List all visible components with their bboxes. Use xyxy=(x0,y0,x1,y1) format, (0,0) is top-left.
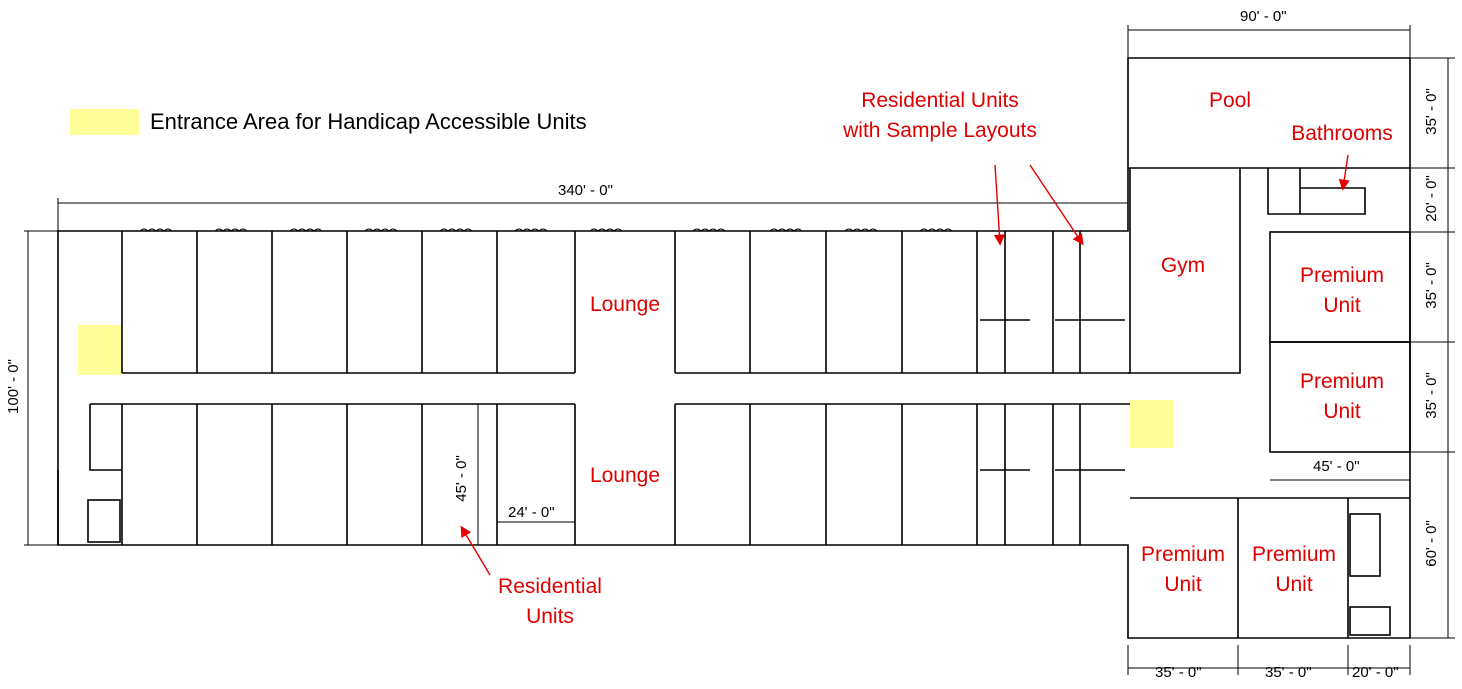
dim-unit-width: 24' - 0" xyxy=(508,504,555,521)
dim-bottom-2: 35' - 0" xyxy=(1265,664,1312,681)
legend-swatch xyxy=(70,109,139,135)
dim-premium-depth-1: 35' - 0" xyxy=(1422,262,1440,309)
pool-label: Pool xyxy=(1208,89,1252,112)
dim-unit-depth: 45' - 0" xyxy=(452,455,470,502)
premium-unit-line2: Unit xyxy=(1323,400,1361,423)
premium-unit-line1: Premium xyxy=(1299,370,1384,393)
premium-unit-line1: Premium xyxy=(1140,543,1225,566)
premium-unit-line2: Unit xyxy=(1275,573,1313,596)
premium-unit-label: Premium Unit xyxy=(1285,367,1399,427)
dim-bottom-1: 35' - 0" xyxy=(1155,664,1202,681)
dim-lower-wing-depth: 60' - 0" xyxy=(1422,520,1440,567)
dim-overall-length: 340' - 0" xyxy=(558,182,613,199)
dim-premium-depth-2: 35' - 0" xyxy=(1422,372,1440,419)
residential-units-annotation: Residential Units xyxy=(485,572,615,632)
residential-units-line1: Residential xyxy=(498,575,602,598)
dim-wing-width: 90' - 0" xyxy=(1240,8,1287,25)
sample-layouts-annotation: Residential Units with Sample Layouts xyxy=(830,86,1050,146)
premium-unit-line2: Unit xyxy=(1164,573,1202,596)
premium-unit-line1: Premium xyxy=(1299,264,1384,287)
window-marks xyxy=(139,228,953,232)
lounge-bottom-label: Lounge xyxy=(589,464,661,487)
bathrooms-label: Bathrooms xyxy=(1291,122,1393,145)
dim-premium-width: 45' - 0" xyxy=(1313,458,1360,475)
walls xyxy=(57,57,1411,639)
sample-layouts-line1: Residential Units xyxy=(861,89,1019,112)
dim-pool-depth: 35' - 0" xyxy=(1422,88,1440,135)
residential-units-line2: Units xyxy=(526,605,574,628)
premium-unit-line2: Unit xyxy=(1323,294,1361,317)
premium-unit-line1: Premium xyxy=(1251,543,1336,566)
sample-layouts-line2: with Sample Layouts xyxy=(843,119,1037,142)
premium-unit-label: Premium Unit xyxy=(1126,540,1240,600)
dim-bath-depth: 20' - 0" xyxy=(1422,175,1440,222)
entrance-area-west xyxy=(78,325,122,375)
lounge-top-label: Lounge xyxy=(589,293,661,316)
dimension-lines xyxy=(24,25,1455,675)
dim-bottom-3: 20' - 0" xyxy=(1352,664,1399,681)
premium-unit-label: Premium Unit xyxy=(1237,540,1351,600)
entrance-area-east xyxy=(1130,400,1173,448)
gym-label: Gym xyxy=(1160,254,1206,277)
legend-text: Entrance Area for Handicap Accessible Un… xyxy=(150,109,587,134)
premium-unit-label: Premium Unit xyxy=(1285,261,1399,321)
dim-overall-width: 100' - 0" xyxy=(4,359,22,414)
annotation-arrows xyxy=(460,154,1350,576)
